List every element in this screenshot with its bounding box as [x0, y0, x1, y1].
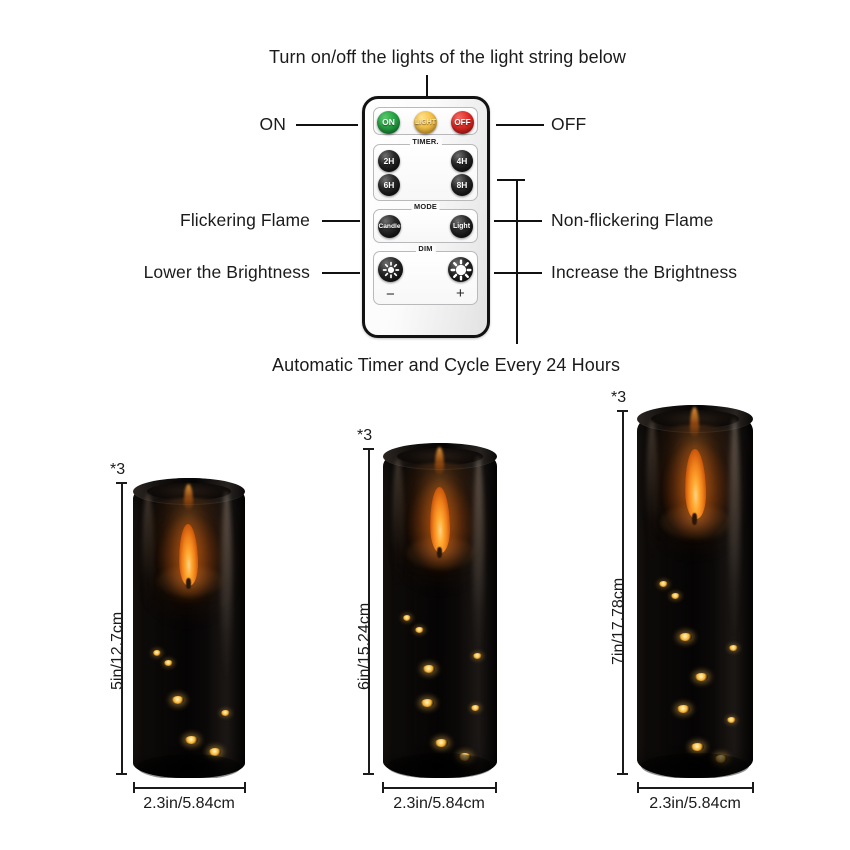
- candle-medium-width-line: [382, 787, 496, 789]
- timer-cycle-top-tick: [497, 179, 525, 182]
- timer-panel: TIMER. 2H 4H 6H 8H: [373, 138, 478, 201]
- sun-large-icon: [449, 258, 472, 281]
- candle-large: [637, 405, 753, 778]
- candle-medium: [383, 443, 497, 778]
- callout-increase-brightness: Increase the Brightness: [551, 262, 738, 282]
- candle-large-width-line: [637, 787, 753, 789]
- top-caption-leader: [426, 75, 428, 97]
- mode-candle-button[interactable]: Candle: [378, 215, 401, 238]
- remote-control[interactable]: ON LIGHT OFF TIMER. 2H 4H 6H 8H MODE Can…: [362, 96, 490, 338]
- callout-on: ON: [259, 114, 286, 134]
- light-button[interactable]: LIGHT: [414, 110, 437, 134]
- power-row-panel: ON LIGHT OFF: [373, 107, 478, 135]
- dim-panel: DIM: [373, 245, 478, 305]
- candle-small-glass: [133, 478, 245, 778]
- candle-large-qty: *3: [611, 389, 627, 406]
- dim-down-button[interactable]: [378, 257, 403, 282]
- callout-flickering-flame: Flickering Flame: [180, 210, 310, 230]
- callout-nonflickering-leader: [494, 220, 542, 223]
- mode-panel-label: MODE: [411, 203, 440, 210]
- callout-off: OFF: [551, 114, 587, 134]
- callout-lower-brightness: Lower the Brightness: [143, 262, 310, 282]
- on-button[interactable]: ON: [377, 110, 400, 134]
- candle-large-width-right-cap: [752, 782, 754, 793]
- sun-small-icon: [382, 261, 399, 278]
- candle-medium-height-label: 6in/15.24cm: [356, 602, 373, 690]
- callout-nonflickering-flame: Non-flickering Flame: [551, 210, 714, 230]
- dim-up-sign: +: [456, 285, 465, 302]
- callout-increase-brightness-leader: [494, 272, 542, 275]
- dim-up-button[interactable]: [448, 257, 473, 282]
- candle-large-glass: [637, 405, 753, 778]
- callout-on-leader: [296, 124, 358, 127]
- candle-small-width-right-cap: [244, 782, 246, 793]
- candle-small-height-label: 5in/12.7cm: [109, 611, 126, 690]
- callout-flickering-leader: [322, 220, 360, 223]
- candle-large-height-line: [622, 410, 624, 774]
- dim-panel-label: DIM: [415, 245, 436, 252]
- timer-2h-button[interactable]: 2H: [378, 150, 400, 172]
- candle-medium-width-right-cap: [495, 782, 497, 793]
- dim-down-sign: −: [386, 286, 395, 303]
- callout-lower-brightness-leader: [322, 272, 360, 275]
- callout-off-leader: [496, 124, 544, 127]
- candle-small-width-line: [133, 787, 245, 789]
- candle-large-height-label: 7in/17.78cm: [610, 577, 627, 665]
- candle-small-height-bottom-cap: [116, 773, 127, 775]
- candle-medium-glass: [383, 443, 497, 778]
- candle-small: [133, 478, 245, 778]
- mode-light-button[interactable]: Light: [450, 215, 473, 238]
- candle-medium-qty: *3: [357, 427, 373, 444]
- candle-medium-height-bottom-cap: [363, 773, 374, 775]
- timer-8h-button[interactable]: 8H: [451, 174, 473, 196]
- timer-4h-button[interactable]: 4H: [451, 150, 473, 172]
- candle-small-width-label: 2.3in/5.84cm: [143, 795, 235, 812]
- candle-large-height-bottom-cap: [617, 773, 628, 775]
- top-caption: Turn on/off the lights of the light stri…: [269, 47, 627, 67]
- candle-small-height-line: [121, 482, 123, 774]
- candle-small-qty: *3: [110, 461, 126, 478]
- mode-panel: MODE Candle Light: [373, 203, 478, 243]
- timer-cycle-spine: [516, 180, 518, 344]
- candle-large-width-label: 2.3in/5.84cm: [649, 795, 741, 812]
- timer-panel-label: TIMER.: [409, 138, 442, 145]
- off-button[interactable]: OFF: [451, 110, 474, 134]
- timer-6h-button[interactable]: 6H: [378, 174, 400, 196]
- candle-medium-height-line: [368, 448, 370, 774]
- bottom-caption: Automatic Timer and Cycle Every 24 Hours: [272, 355, 621, 375]
- candle-medium-width-label: 2.3in/5.84cm: [393, 795, 485, 812]
